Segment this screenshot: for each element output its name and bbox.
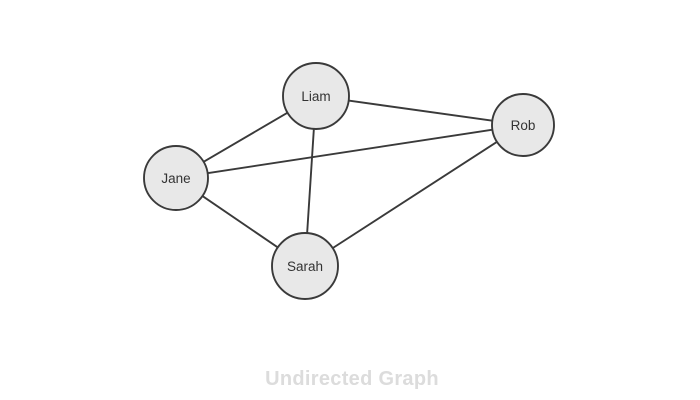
- graph-node-circle-jane[interactable]: [143, 145, 209, 211]
- graph-edge-jane-sarah: [200, 194, 280, 249]
- graph-node-rob[interactable]: Rob: [491, 93, 555, 157]
- graph-caption: Undirected Graph: [265, 368, 439, 390]
- graph-node-circle-sarah[interactable]: [271, 232, 339, 300]
- edge-layer: [200, 99, 499, 250]
- graph-edge-liam-sarah: [306, 126, 315, 236]
- graph-node-jane[interactable]: Jane: [143, 145, 209, 211]
- graph-edge-sarah-rob: [330, 140, 499, 250]
- graph-node-sarah[interactable]: Sarah: [271, 232, 339, 300]
- graph-node-circle-liam[interactable]: [282, 62, 350, 130]
- graph-node-circle-rob[interactable]: [491, 93, 555, 157]
- graph-node-liam[interactable]: Liam: [282, 62, 350, 130]
- graph-edge-jane-rob: [205, 128, 495, 175]
- graph-edge-jane-liam: [201, 111, 290, 164]
- graph-edge-liam-rob: [346, 99, 495, 122]
